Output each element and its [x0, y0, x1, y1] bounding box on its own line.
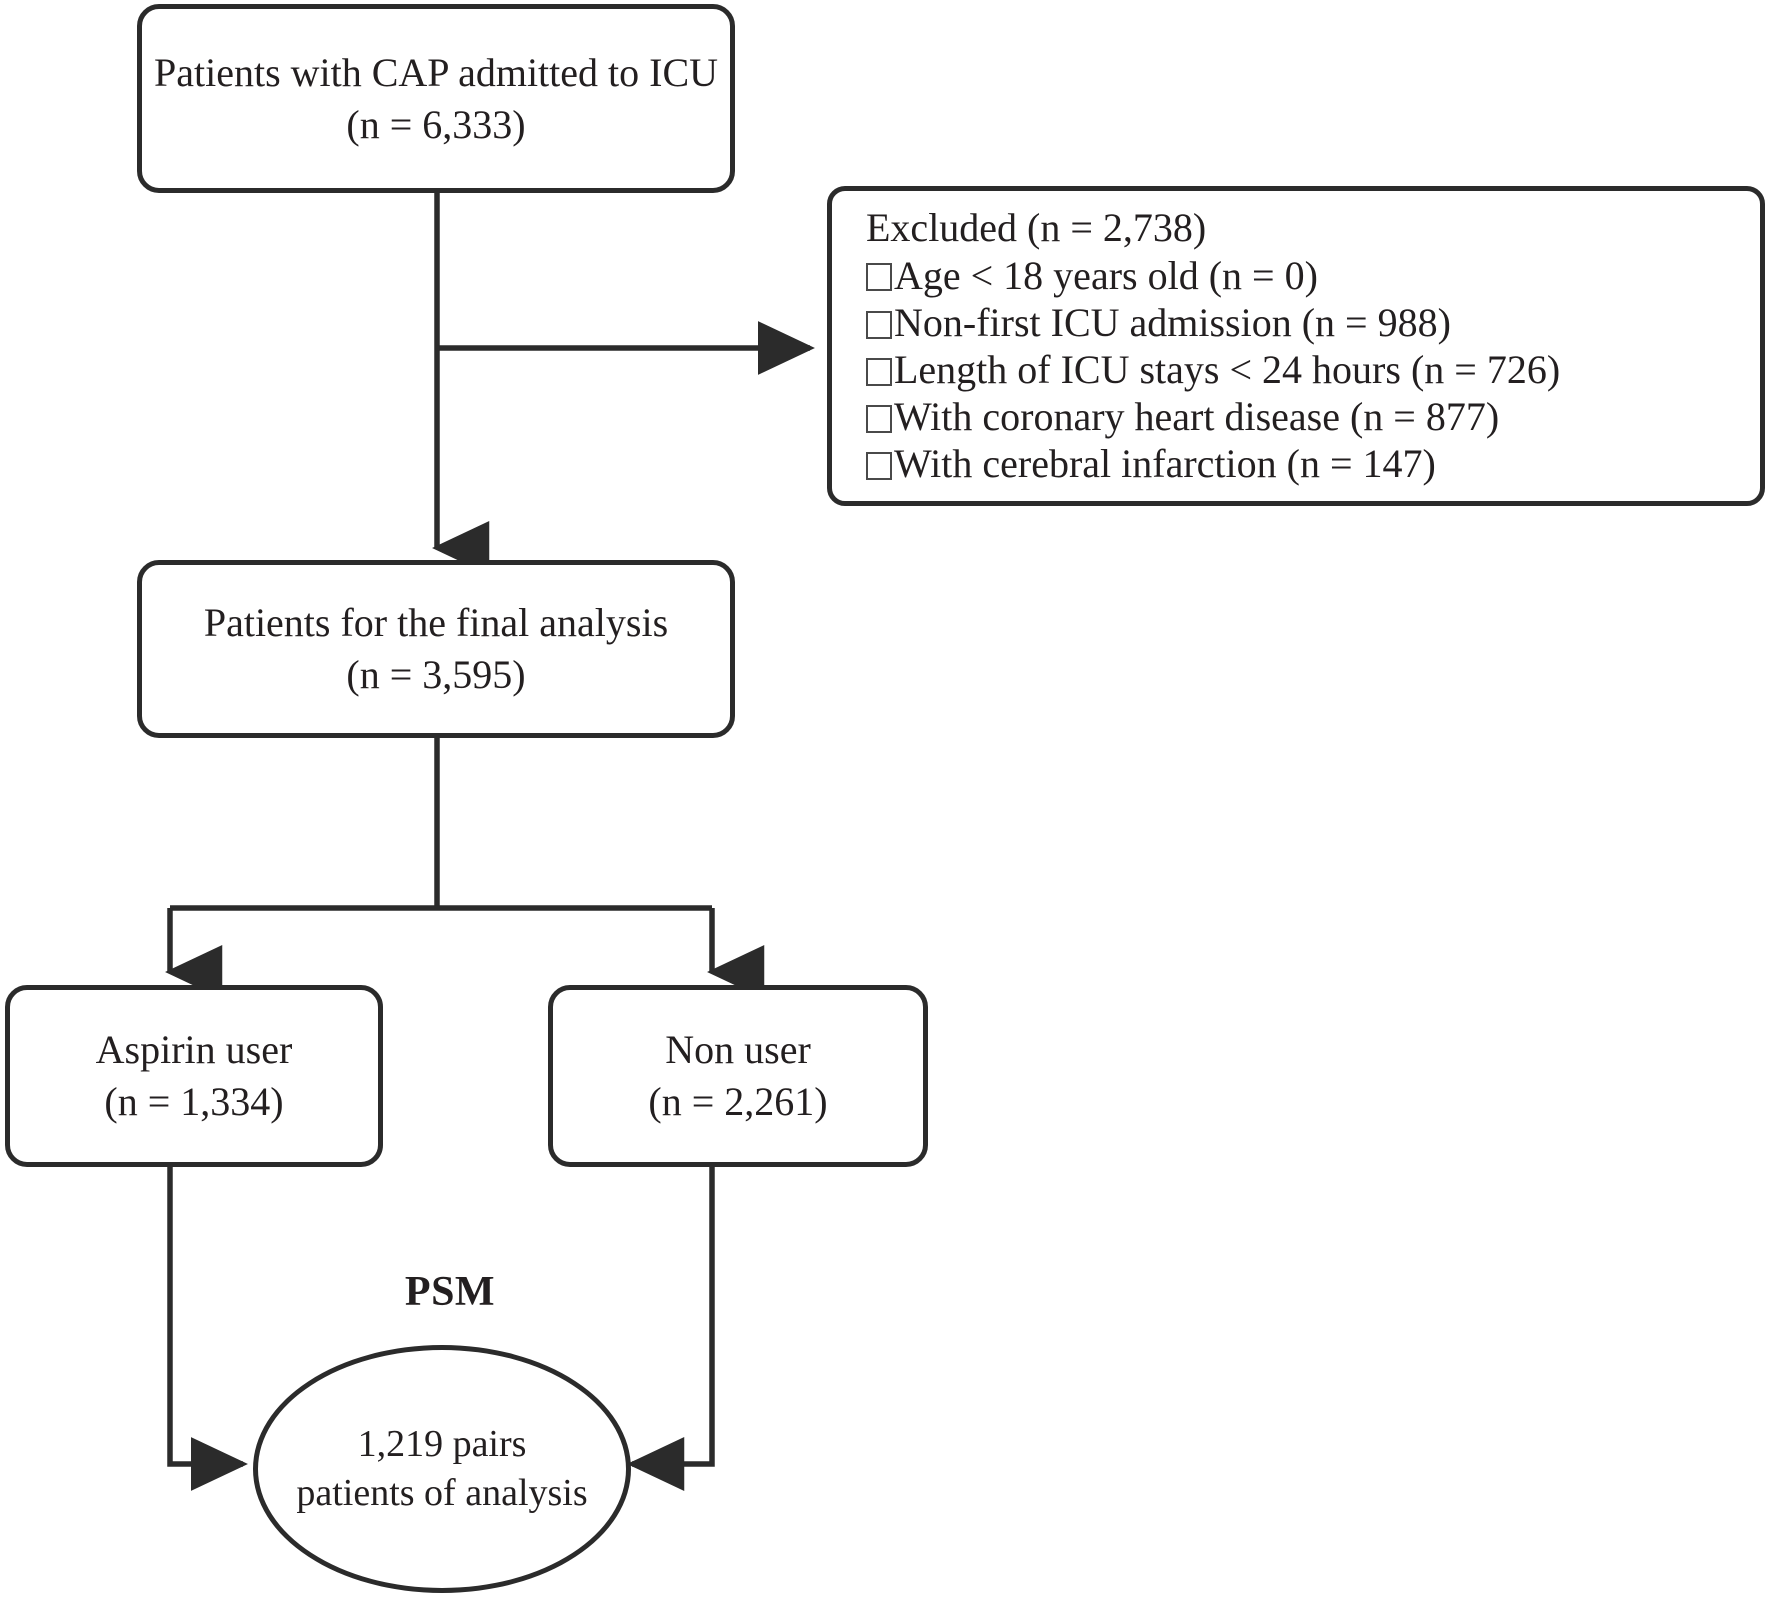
node-nonuser-line2: (n = 2,261): [648, 1079, 828, 1124]
node-aspirin-line2: (n = 1,334): [104, 1079, 284, 1124]
node-excluded-criteria: Excluded (n = 2,738) Age < 18 years old …: [827, 186, 1765, 506]
node-source-line1: Patients with CAP admitted to ICU: [153, 49, 719, 95]
node-excluded-item-3: With coronary heart disease (n = 877): [893, 394, 1500, 440]
connector-final-to-groups: [165, 738, 765, 999]
node-final-analysis: Patients for the final analysis (n = 3,5…: [137, 560, 735, 738]
node-final-line1: Patients for the final analysis: [203, 600, 669, 645]
node-source-line2: (n = 6,333): [346, 101, 526, 147]
node-excluded-item-2-row: Length of ICU stays < 24 hours (n = 726): [866, 346, 1560, 393]
node-result-line2: patients of analysis: [296, 1472, 588, 1514]
node-excluded-item-3-row: With coronary heart disease (n = 877): [866, 393, 1499, 440]
node-nonuser-line1: Non user: [665, 1027, 811, 1072]
node-excluded-item-1-row: Non-first ICU admission (n = 988): [866, 299, 1451, 346]
node-source-population: Patients with CAP admitted to ICU (n = 6…: [137, 4, 735, 193]
node-non-user: Non user (n = 2,261): [548, 985, 928, 1167]
node-excluded-item-4: With cerebral infarction (n = 147): [893, 441, 1436, 487]
empty-box-glyph-icon: [866, 310, 892, 339]
node-excluded-item-0: Age < 18 years old (n = 0): [893, 252, 1318, 298]
node-excluded-item-2: Length of ICU stays < 24 hours (n = 726): [893, 347, 1561, 392]
node-excluded-item-4-row: With cerebral infarction (n = 147): [866, 440, 1436, 487]
empty-box-glyph-icon: [866, 263, 892, 292]
empty-box-glyph-icon: [866, 452, 892, 481]
node-excluded-heading: Excluded (n = 2,738): [866, 205, 1207, 251]
empty-box-glyph-icon: [866, 357, 892, 386]
empty-box-glyph-icon: [866, 404, 892, 433]
node-excluded-item-0-row: Age < 18 years old (n = 0): [866, 252, 1318, 299]
node-aspirin-user: Aspirin user (n = 1,334): [5, 985, 383, 1167]
psm-label: PSM: [404, 1269, 496, 1315]
node-aspirin-line1: Aspirin user: [95, 1027, 293, 1072]
node-result-line1: 1,219 pairs: [357, 1422, 527, 1465]
connector-nonuser-to-result: [627, 1167, 715, 1491]
node-excluded-item-1: Non-first ICU admission (n = 988): [893, 299, 1451, 345]
node-matched-result: 1,219 pairs patients of analysis: [253, 1345, 631, 1593]
node-final-line2: (n = 3,595): [346, 652, 526, 697]
connector-aspirin-to-result: [167, 1167, 248, 1491]
